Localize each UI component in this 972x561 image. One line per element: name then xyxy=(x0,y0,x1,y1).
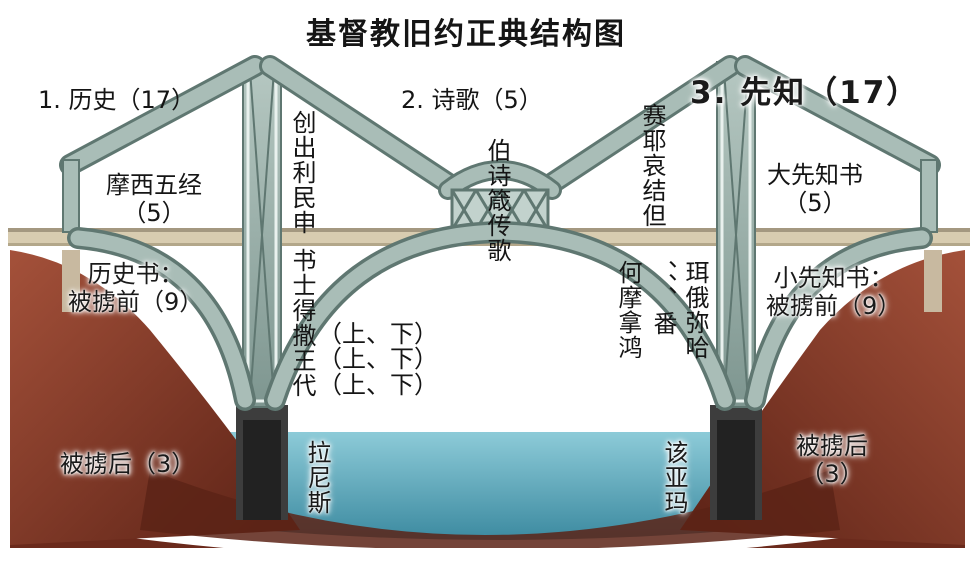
minor-prophets-col-1: 珥俄弥哈 xyxy=(681,260,709,360)
post-exile-prophets-label: 被掳后 （3） xyxy=(796,434,868,486)
river-water xyxy=(150,432,840,540)
minor-prophets-col-2: 、、、番 xyxy=(649,260,677,336)
section-prophets: 3. 先知（17） xyxy=(690,75,920,111)
bridge-deck-edge xyxy=(8,243,970,246)
post-exile-prophets-name: 被掳后 xyxy=(796,432,868,460)
pentateuch-count: （5） xyxy=(122,199,186,227)
right-tower xyxy=(716,61,756,408)
post-exile-prophets-count: （3） xyxy=(800,460,864,488)
major-prophets-label: 大先知书 （5） xyxy=(767,163,863,215)
left-hill xyxy=(10,250,300,545)
minor-prophets-col-3: 何摩拿鸿 xyxy=(614,260,642,360)
left-tower xyxy=(242,61,282,408)
post-exile-history-label: 被掳后（3） xyxy=(60,450,196,478)
major-prophets-count: （5） xyxy=(783,189,847,217)
history-books-vertical: 书士得撒王代 xyxy=(288,248,316,398)
kings-upper-lower: （上、下） xyxy=(318,345,438,373)
poetry-books-vertical: 伯诗箴传歌 xyxy=(483,138,511,263)
post-exile-prophets-books: 该亚玛 xyxy=(660,440,688,515)
minor-prophets-name: 小先知书： xyxy=(773,264,894,292)
left-end-pillar xyxy=(62,250,80,312)
right-end-pillar xyxy=(924,250,942,312)
samuel-upper-lower: （上、下） xyxy=(318,320,438,348)
pentateuch-name: 摩西五经 xyxy=(106,171,202,199)
minor-prophets-label: 小先知书： 被掳前（9） xyxy=(766,266,901,318)
pentateuch-label: 摩西五经 （5） xyxy=(106,173,202,225)
history-books-label: 历史书： 被掳前（9） xyxy=(68,262,203,314)
right-outer-post xyxy=(920,159,938,233)
post-exile-history-books: 拉尼斯 xyxy=(303,440,331,515)
diagram-title: 基督教旧约正典结构图 xyxy=(306,17,626,52)
minor-prophets-count: 被掳前（9） xyxy=(766,292,902,320)
left-outer-post xyxy=(62,159,80,233)
section-history: 1. 历史（17） xyxy=(38,86,196,114)
major-prophets-vertical: 赛耶哀结但 xyxy=(638,103,666,228)
section-poetry: 2. 诗歌（5） xyxy=(401,86,543,114)
lower-arches xyxy=(67,220,933,411)
history-books-count: 被掳前（9） xyxy=(68,288,204,316)
right-pier-base-inner xyxy=(717,420,755,520)
valley-bowl xyxy=(140,470,840,550)
history-books-name: 历史书： xyxy=(87,260,184,288)
pentateuch-books-vertical: 创出利民申 xyxy=(288,110,316,235)
chronicles-upper-lower: （上、下） xyxy=(318,371,438,399)
left-pier-base-inner xyxy=(243,420,281,520)
frame-bottom xyxy=(0,548,972,561)
major-prophets-name: 大先知书 xyxy=(767,161,863,189)
upper-truss xyxy=(59,55,941,200)
